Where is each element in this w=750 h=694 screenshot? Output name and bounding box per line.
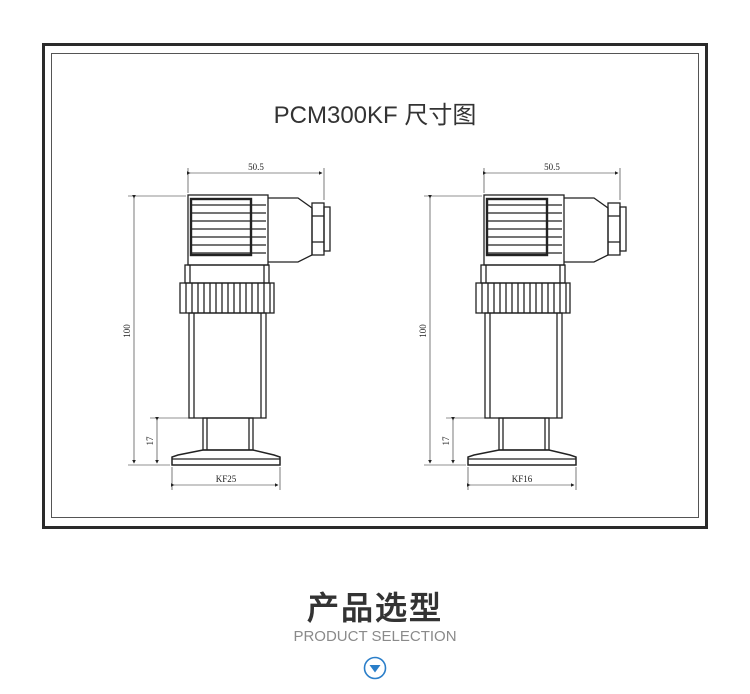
section-title: 产品选型 — [306, 589, 443, 627]
height-dimension-label: 100 — [418, 324, 428, 338]
flange-type-label: KF25 — [216, 474, 237, 484]
drawing-frame-inner — [51, 53, 699, 518]
drawing-frame-outer — [42, 43, 708, 529]
height-dimension-label: 100 — [122, 324, 132, 338]
chevron-down-circle-icon[interactable] — [363, 656, 387, 680]
drawing-title: PCM300KF 尺寸图 — [273, 102, 477, 129]
width-dimension-label: 50.5 — [544, 162, 560, 172]
sensor-drawing-kf25: 50.5 100 17 KF25 — [122, 162, 330, 490]
flange-height-dimension-label: 17 — [441, 436, 451, 446]
section-subtitle: PRODUCT SELECTION — [293, 628, 457, 645]
flange-type-label: KF16 — [512, 474, 533, 484]
sensor-drawing-kf16: 50.5 100 17 KF16 — [418, 162, 626, 490]
width-dimension-label: 50.5 — [248, 162, 264, 172]
flange-height-dimension-label: 17 — [145, 436, 155, 446]
